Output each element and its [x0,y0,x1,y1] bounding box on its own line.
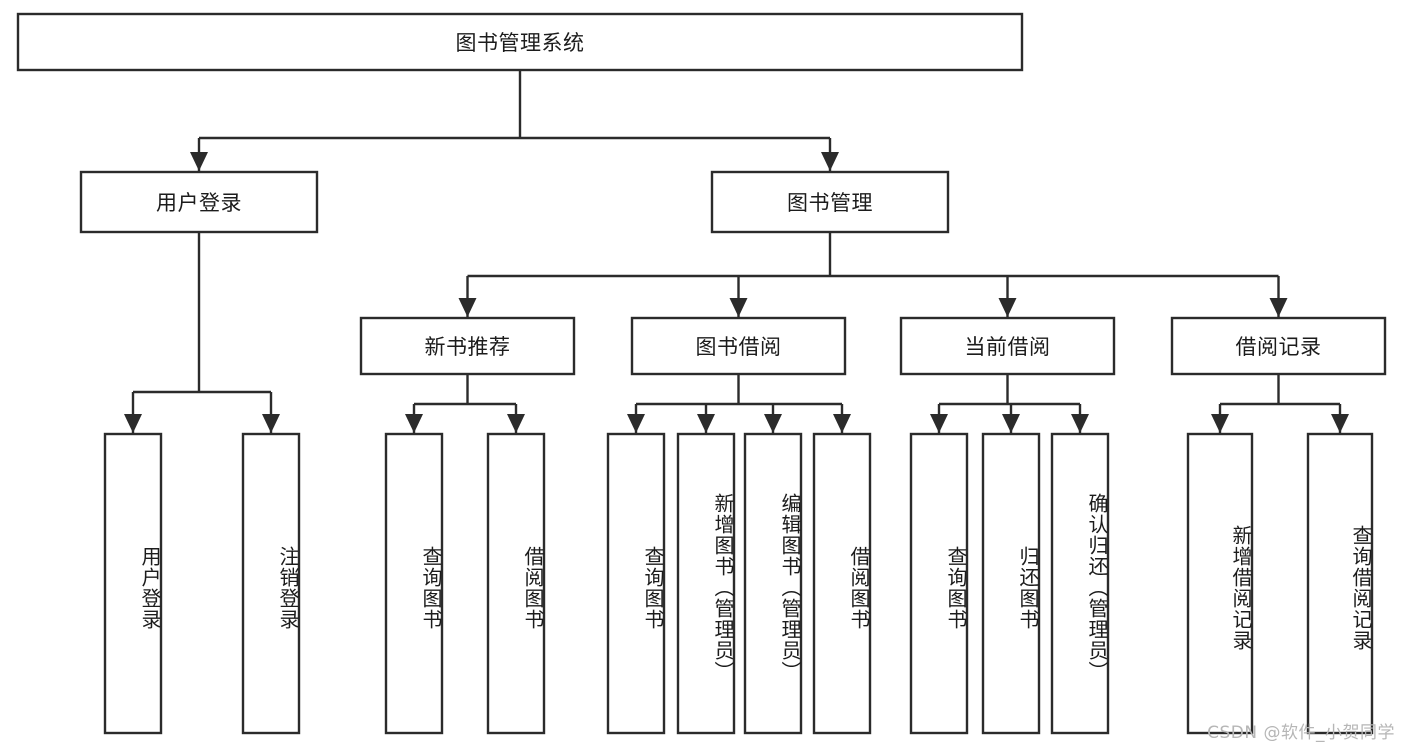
arrow-head-icon [833,414,851,433]
arrow-head-icon [1269,298,1288,317]
node-box-l13 [1306,432,1374,735]
arrow-head-icon [262,414,280,433]
node-box-root [16,12,1024,72]
arrow-head-icon [930,414,948,433]
arrow-head-icon [190,152,208,171]
node-box-newbook [359,316,576,376]
arrow-head-icon [1002,414,1020,433]
arrow-head-icon [458,298,477,317]
node-box-l11 [1050,432,1110,735]
connector-layer [124,70,1349,433]
node-box-l10 [981,432,1041,735]
node-box-l4 [486,432,546,735]
node-box-records [1170,316,1387,376]
arrow-head-icon [507,414,525,433]
node-box-l6 [676,432,736,735]
node-box-l3 [384,432,444,735]
arrow-head-icon [405,414,423,433]
arrow-head-icon [1331,414,1349,433]
node-box-l2 [241,432,301,735]
arrow-head-icon [124,414,142,433]
node-box-current [899,316,1116,376]
arrow-head-icon [998,298,1017,317]
node-box-l12 [1186,432,1254,735]
arrow-head-icon [627,414,645,433]
node-box-login [79,170,319,234]
node-box-l9 [909,432,969,735]
arrow-head-icon [764,414,782,433]
node-box-l5 [606,432,666,735]
node-box-l7 [743,432,803,735]
arrow-head-icon [1071,414,1089,433]
arrow-head-icon [697,414,715,433]
node-box-l1 [103,432,163,735]
node-box-borrow [630,316,847,376]
node-box-l8 [812,432,872,735]
arrow-head-icon [821,152,839,171]
arrow-head-icon [1211,414,1229,433]
node-box-bookmgmt [710,170,950,234]
arrow-head-icon [729,298,748,317]
node-box-layer [16,12,1387,735]
